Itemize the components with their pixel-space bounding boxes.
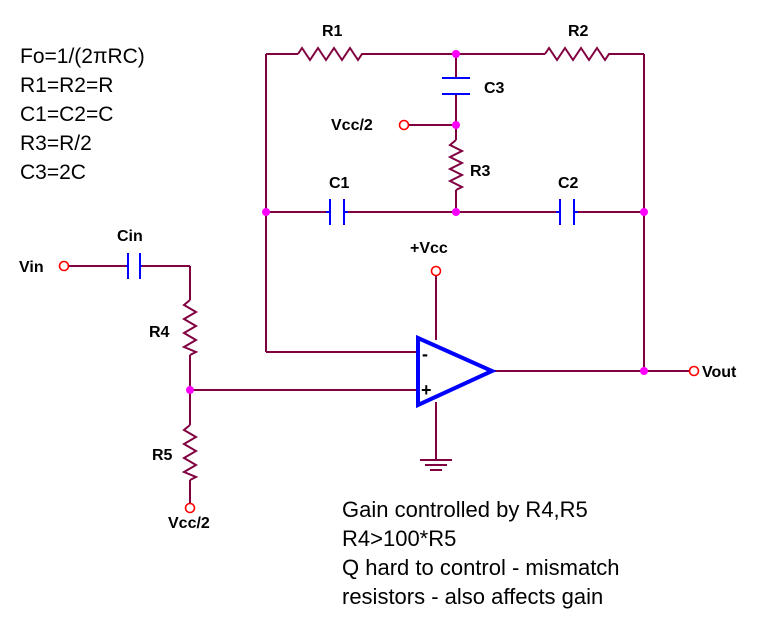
junction-top-mid — [452, 50, 460, 58]
capacitor-c2 — [556, 199, 578, 225]
equation-c3: C3=2C — [20, 161, 86, 184]
label-r3: R3 — [470, 163, 491, 180]
junctions — [186, 50, 648, 394]
label-r2: R2 — [568, 23, 589, 40]
design-notes: Gain controlled by R4,R5 R4>100*R5 Q har… — [342, 497, 620, 609]
terminal-vcc-half-top — [398, 119, 410, 131]
label-c1: C1 — [329, 175, 350, 192]
design-equations: Fo=1/(2πRC) R1=R2=R C1=C2=C R3=R/2 C3=2C — [20, 45, 145, 184]
label-vcc: +Vcc — [410, 240, 448, 257]
label-c3: C3 — [484, 80, 505, 97]
junction-center — [452, 208, 460, 216]
label-cin: Cin — [117, 228, 143, 245]
label-vcc-half-bottom: Vcc/2 — [168, 515, 210, 532]
resistor-r5 — [181, 424, 199, 481]
inverting-input-sign: - — [422, 344, 428, 364]
terminal-vcc — [430, 265, 442, 277]
label-r1: R1 — [322, 23, 343, 40]
terminals — [58, 119, 700, 514]
resistor-r3 — [447, 139, 465, 191]
capacitor-c3 — [442, 77, 470, 95]
note-line-3: Q hard to control - mismatch — [342, 555, 620, 580]
resistor-r2 — [544, 46, 613, 62]
label-vout: Vout — [702, 364, 737, 381]
label-r5: R5 — [152, 447, 173, 464]
equation-r: R1=R2=R — [20, 74, 113, 97]
capacitor-c1 — [326, 199, 348, 225]
junction-right — [640, 208, 648, 216]
label-c2: C2 — [558, 175, 579, 192]
label-r4: R4 — [149, 324, 170, 341]
non-inverting-input-sign: + — [421, 380, 432, 400]
terminal-vcc-half-bottom — [184, 502, 196, 514]
junction-vcc-half — [452, 121, 460, 129]
junction-output — [640, 367, 648, 375]
note-line-1: Gain controlled by R4,R5 — [342, 497, 588, 522]
label-vin: Vin — [19, 259, 44, 276]
terminal-vout — [688, 365, 700, 377]
wires — [69, 53, 689, 503]
terminal-vin — [58, 260, 70, 272]
capacitor-cin — [126, 253, 142, 279]
note-line-2: R4>100*R5 — [342, 526, 456, 551]
resistor-r4 — [181, 299, 199, 356]
label-vcc-half-top: Vcc/2 — [331, 117, 373, 134]
ground-icon — [420, 459, 452, 471]
equation-c: C1=C2=C — [20, 103, 113, 126]
op-amp: - + — [416, 334, 497, 409]
equation-fo: Fo=1/(2πRC) — [20, 45, 145, 68]
resistor-r1 — [297, 46, 366, 62]
note-line-4: resistors - also affects gain — [342, 584, 603, 609]
junction-divider — [186, 386, 194, 394]
junction-left — [262, 208, 270, 216]
equation-r3: R3=R/2 — [20, 132, 92, 155]
op-amp-body — [416, 334, 497, 409]
